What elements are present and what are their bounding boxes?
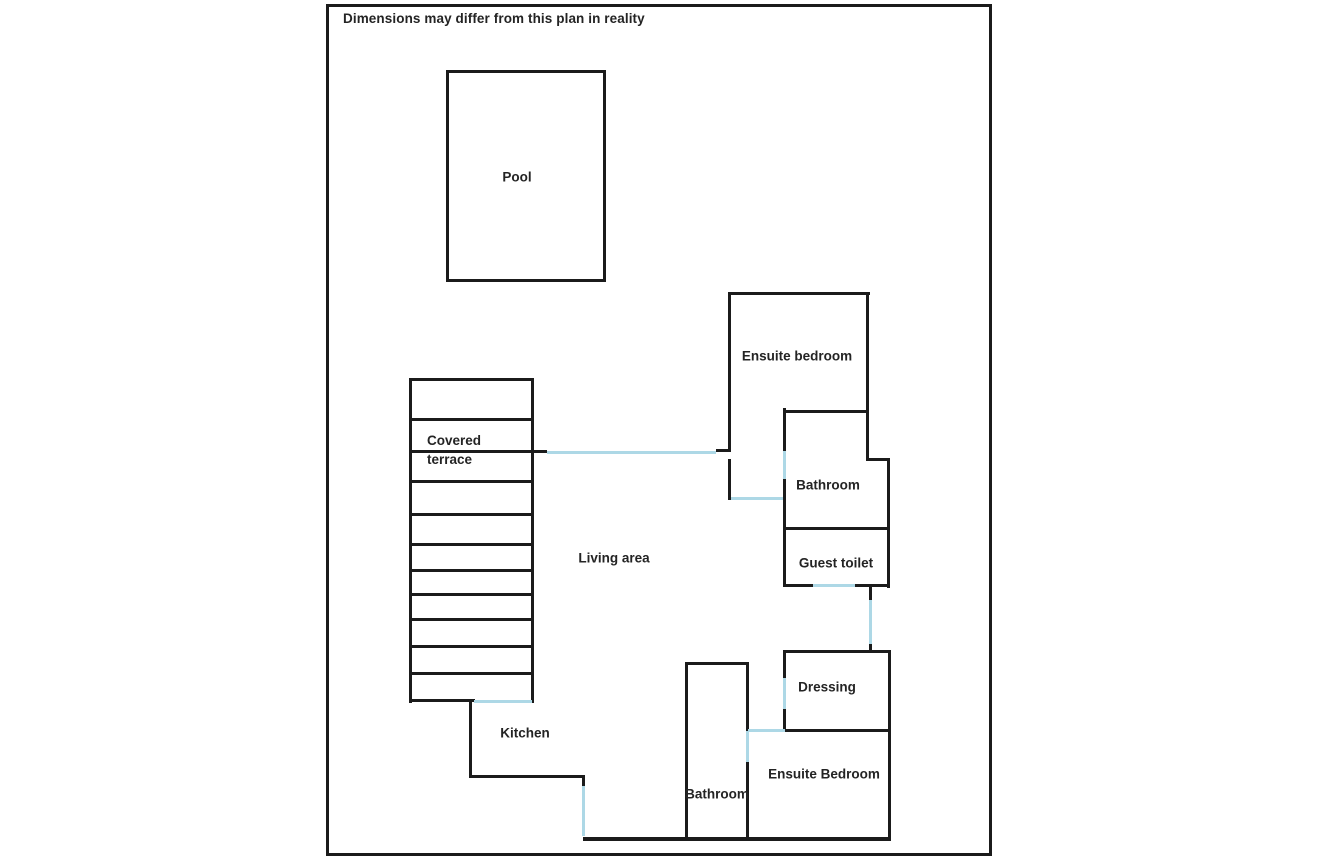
bedroom1-right-wall (866, 292, 869, 461)
pool-outline (446, 70, 606, 282)
plan-outer-border (326, 4, 992, 856)
bedroom1-left-wall-lower (728, 459, 731, 500)
terrace-stripe-5 (409, 543, 534, 546)
disclaimer-text: Dimensions may differ from this plan in … (343, 11, 645, 26)
guest-toilet-bottom-window (813, 584, 856, 587)
terrace-stripe-6 (409, 569, 534, 572)
bedroom2-left-window (746, 731, 749, 763)
bathroom1-notch-h-wall (866, 458, 890, 461)
terrace-stripe-8 (409, 618, 534, 621)
room-label-ensuite-bedroom-top: Ensuite bedroom (741, 348, 853, 364)
room-label-guest-toilet: Guest toilet (798, 555, 874, 571)
bedroom1-left-wall-upper (728, 292, 731, 452)
dressing-stub-wall (869, 644, 872, 653)
bathroom1-left-wall-lower (783, 479, 786, 530)
terrace-stripe-7 (409, 593, 534, 596)
dressing-left-window (783, 678, 786, 710)
guest-toilet-left-wall (783, 530, 786, 587)
kitchen-window (582, 786, 585, 836)
bedroom2-left-wall (746, 762, 749, 840)
terrace-stripe-2 (409, 450, 534, 453)
terrace-stripe-1 (409, 418, 534, 421)
terrace-bottom-wall (409, 699, 475, 702)
bedroom1-door-window (731, 497, 784, 500)
bathroom2-right-wall (746, 662, 749, 732)
bathroom1-left-window (783, 451, 786, 480)
living-north-window (547, 451, 716, 454)
terrace-bottom-window (474, 700, 532, 703)
bathroom-guest-divider (783, 527, 890, 530)
bedroom1-top-wall (728, 292, 870, 295)
kitchen-left-wall (469, 699, 472, 778)
dressing-left-wall-lower (783, 709, 786, 732)
bathroom1-left-wall-upper (783, 408, 786, 452)
terrace-top-wall (409, 378, 534, 381)
bedroom2-right-wall (888, 729, 891, 840)
dressing-bottom-wall (783, 729, 891, 732)
kitchen-bottom-wall (469, 775, 585, 778)
bottom-exterior-wall (583, 837, 891, 841)
room-label-bathroom-right: Bathroom (796, 477, 860, 493)
room-label-covered-terrace: Covered terrace (427, 433, 482, 467)
bathroom2-left-wall (685, 662, 688, 840)
terrace-stripe-4 (409, 513, 534, 516)
bathroom2-dressing-window (748, 729, 785, 732)
dressing-top-wall (783, 650, 891, 653)
terrace-stripe-3 (409, 480, 534, 483)
bathroom1-notch-v-wall (887, 458, 890, 588)
terrace-right-wall (531, 378, 534, 703)
living-window-stub-left (531, 450, 547, 453)
room-label-ensuite-bedroom-bottom: Ensuite Bedroom (768, 766, 880, 782)
room-label-bathroom-bottom: Bathroom (685, 786, 749, 802)
terrace-left-wall (409, 378, 412, 703)
room-label-pool: Pool (502, 169, 532, 185)
guest-stub-wall (869, 585, 872, 601)
bathroom2-top-wall (685, 662, 749, 665)
guest-dressing-connector (869, 600, 872, 645)
terrace-stripe-9 (409, 645, 534, 648)
room-label-dressing: Dressing (798, 679, 856, 695)
bathroom1-top-wall (785, 410, 869, 413)
room-label-kitchen: Kitchen (500, 725, 550, 741)
terrace-stripe-10 (409, 672, 534, 675)
guest-toilet-bottom-right (855, 584, 890, 587)
kitchen-stub-wall (582, 775, 585, 787)
guest-toilet-bottom-left (783, 584, 814, 587)
dressing-right-wall (888, 650, 891, 732)
living-window-stub-right (716, 449, 730, 452)
room-label-living-area: Living area (578, 550, 650, 566)
dressing-left-wall-upper (783, 650, 786, 679)
